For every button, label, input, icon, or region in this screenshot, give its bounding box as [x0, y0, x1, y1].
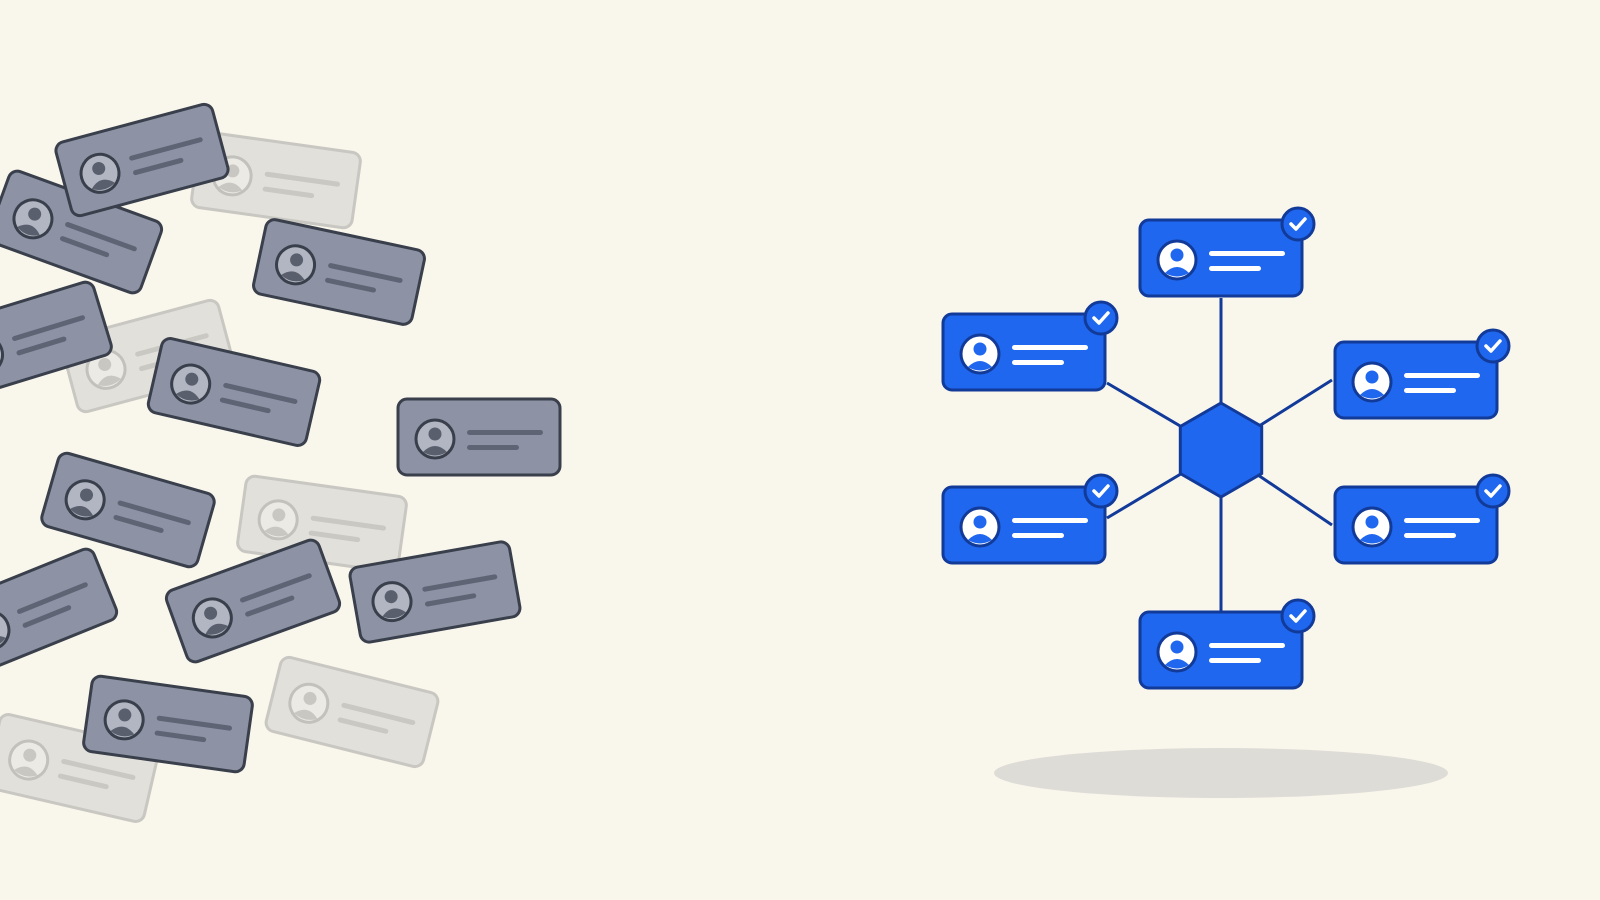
- card-line: [325, 277, 376, 293]
- card-line: [154, 730, 207, 743]
- card-line: [156, 715, 233, 731]
- card-line: [1404, 388, 1456, 393]
- card-line: [57, 773, 109, 790]
- user-avatar-icon: [191, 597, 233, 639]
- scattered-profile-card: [146, 337, 322, 447]
- verified-profile-card: [1138, 206, 1316, 298]
- card-line: [22, 605, 72, 628]
- card-line: [245, 595, 295, 617]
- checkmark-badge-icon: [1083, 473, 1119, 509]
- card-line: [59, 236, 110, 258]
- user-avatar-icon: [959, 506, 1001, 548]
- scattered-profile-card: [82, 674, 254, 774]
- user-avatar-icon: [257, 499, 299, 541]
- scattered-profile-card: [0, 547, 119, 677]
- card-line: [341, 702, 416, 726]
- user-avatar-icon: [12, 198, 54, 240]
- card-line: [1404, 518, 1480, 523]
- card-line: [1012, 345, 1088, 350]
- card-line: [264, 171, 341, 187]
- card-line: [65, 222, 137, 252]
- card-line: [1209, 251, 1285, 256]
- user-avatar-icon: [103, 699, 145, 741]
- user-avatar-icon: [1351, 361, 1393, 403]
- card-body: [0, 280, 113, 400]
- scattered-profile-card: [396, 397, 562, 477]
- card-line: [1209, 266, 1261, 271]
- card-line: [133, 157, 184, 176]
- card-body: [0, 547, 119, 677]
- scattered-profile-card: [348, 540, 522, 644]
- ground-shadow: [994, 748, 1448, 798]
- user-avatar-icon: [1156, 239, 1198, 281]
- scattered-cards-group: [0, 102, 562, 823]
- card-line: [262, 186, 315, 199]
- user-avatar-icon: [170, 363, 212, 405]
- scattered-profile-card: [54, 102, 230, 218]
- card-line: [223, 382, 298, 404]
- scattered-profile-card: [164, 538, 342, 664]
- scattered-profile-card: [252, 218, 426, 326]
- checkmark-badge-icon: [1280, 206, 1316, 242]
- checkmark-badge-icon: [1280, 598, 1316, 634]
- verified-profile-card: [941, 300, 1119, 392]
- card-line: [1012, 518, 1088, 523]
- user-avatar-icon: [371, 581, 413, 623]
- user-avatar-icon: [85, 348, 127, 390]
- user-avatar-icon: [1351, 506, 1393, 548]
- verified-profile-card: [1333, 473, 1511, 565]
- card-line: [328, 263, 403, 283]
- card-line: [240, 573, 312, 603]
- checkmark-badge-icon: [1475, 473, 1511, 509]
- card-line: [422, 574, 498, 592]
- card-line: [308, 530, 361, 543]
- scattered-profile-card: [40, 451, 216, 569]
- card-line: [1209, 658, 1261, 663]
- user-avatar-icon: [0, 334, 5, 376]
- scattered-profile-card: [0, 280, 113, 400]
- card-line: [424, 593, 477, 607]
- card-line: [310, 515, 387, 531]
- user-avatar-icon: [8, 739, 50, 781]
- card-line: [1012, 533, 1064, 538]
- faded-profile-card: [236, 474, 408, 574]
- card-line: [1012, 360, 1064, 365]
- card-line: [12, 315, 85, 341]
- user-avatar-icon: [79, 152, 121, 194]
- card-line: [16, 336, 67, 356]
- card-line: [467, 445, 519, 450]
- user-avatar-icon: [288, 682, 330, 724]
- card-line: [1404, 533, 1456, 538]
- user-avatar-icon: [414, 418, 456, 460]
- faded-profile-card: [190, 130, 362, 230]
- card-line: [337, 717, 389, 734]
- card-line: [1404, 373, 1480, 378]
- verified-profile-card: [1333, 328, 1511, 420]
- checkmark-badge-icon: [1083, 300, 1119, 336]
- user-avatar-icon: [275, 244, 317, 286]
- card-line: [129, 137, 203, 161]
- hexagon-hub-icon: [1178, 401, 1264, 499]
- user-avatar-icon: [0, 609, 11, 651]
- user-avatar-icon: [64, 479, 106, 521]
- network-diagram-group: [941, 206, 1511, 798]
- card-line: [17, 582, 88, 614]
- card-line: [113, 514, 164, 533]
- card-line: [219, 397, 271, 414]
- card-line: [61, 758, 136, 780]
- faded-profile-card: [264, 655, 440, 769]
- card-line: [117, 500, 191, 526]
- card-line: [467, 430, 543, 435]
- user-avatar-icon: [1156, 631, 1198, 673]
- checkmark-badge-icon: [1475, 328, 1511, 364]
- card-line: [1209, 643, 1285, 648]
- verified-profile-card: [1138, 598, 1316, 690]
- user-avatar-icon: [959, 333, 1001, 375]
- verified-profile-card: [941, 473, 1119, 565]
